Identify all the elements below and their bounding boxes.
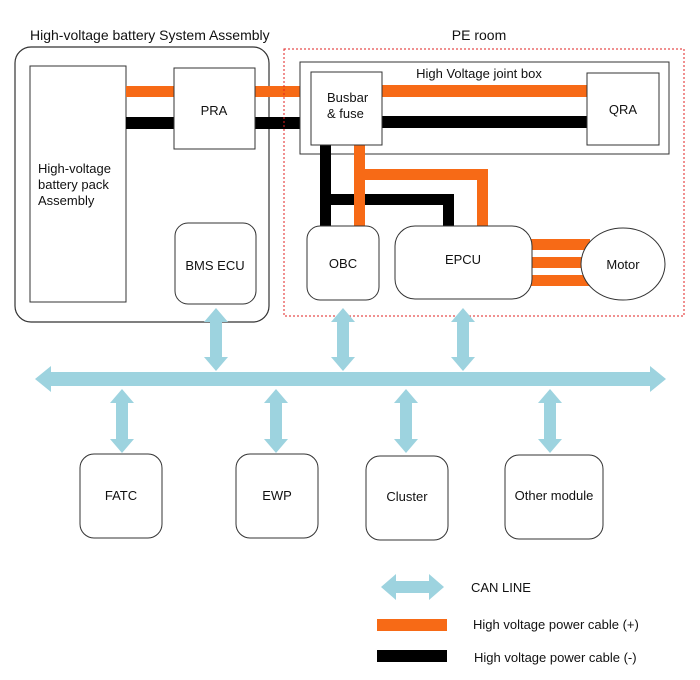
can-connector-epcu [451,308,475,371]
positive-cable-pack-pra [126,86,174,97]
epcu-box [394,225,533,300]
legend-positive-swatch [377,619,447,631]
battery-system-title: High-voltage battery System Assembly [30,27,270,43]
legend-can-icon [381,574,444,600]
can-connector-other [538,389,562,453]
negative-cable-busbar-obc [320,145,331,227]
ewp-module [235,453,319,539]
bms-ecu-box [174,222,257,305]
obc-box [306,225,380,301]
fatc-module [79,453,163,539]
negative-cable-pack-pra [126,117,174,129]
battery-pack-label-1: High-voltage [38,161,111,176]
motor-phase-w [530,275,590,286]
legend-negative-swatch [377,650,447,662]
can-connector-fatc [110,389,134,453]
qra-label: QRA [609,102,638,117]
legend-negative-label: High voltage power cable (-) [474,650,637,665]
pra-label: PRA [201,103,228,118]
can-connector-obc [331,308,355,371]
fatc-label: FATC [105,488,137,503]
cluster-label: Cluster [386,489,428,504]
joint-box-title: High Voltage joint box [416,66,542,81]
can-connector-cluster [394,389,418,453]
pe-room-boundary [283,48,685,317]
other-module-label: Other module [515,488,594,503]
legend-can-label: CAN LINE [471,580,531,595]
other-module [504,454,604,540]
bms-ecu-label: BMS ECU [185,258,244,273]
motor-circle [580,227,666,301]
negative-cable-busbar-qra [382,116,589,128]
legend-positive-label: High voltage power cable (+) [473,617,639,632]
pe-room-title: PE room [452,27,506,43]
positive-cable-busbar-qra [382,85,589,97]
battery-pack-label-3: Assembly [38,193,95,208]
motor-phase-u [530,239,590,250]
battery-system-box [14,46,270,323]
can-connector-bms [204,308,228,371]
negative-cable-busbar-epcu-h [320,194,454,205]
negative-cable-epcu-v [443,194,454,227]
motor-label: Motor [606,257,640,272]
positive-cable-busbar-obc [354,145,365,227]
positive-cable-busbar-epcu-h [354,169,488,180]
cluster-module [365,455,449,541]
qra-box [586,72,660,146]
busbar-fuse-box [310,71,383,146]
epcu-label: EPCU [445,252,481,267]
motor-phase-v [530,257,590,268]
positive-cable-epcu-v [477,169,488,227]
positive-cable-pra-busbar [255,86,312,97]
battery-pack-box [29,65,127,303]
busbar-label-2: & fuse [327,106,364,121]
ewp-label: EWP [262,488,292,503]
busbar-label-1: Busbar [327,90,369,105]
pra-box [173,67,256,150]
can-connector-ewp [264,389,288,453]
obc-label: OBC [329,256,357,271]
can-bus-line [35,366,666,392]
battery-pack-label-2: battery pack [38,177,109,192]
